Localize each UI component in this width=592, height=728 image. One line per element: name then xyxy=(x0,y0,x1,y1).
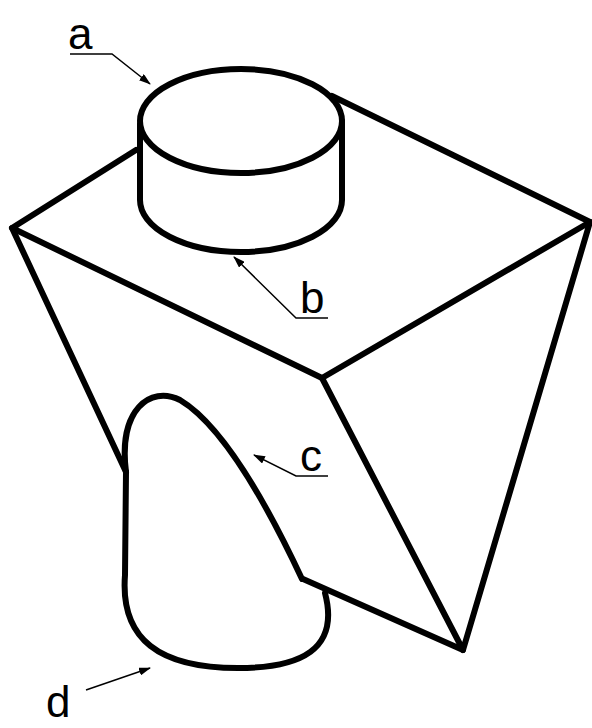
part-label: c xyxy=(300,434,322,478)
contour-c xyxy=(125,396,302,579)
part-label: d xyxy=(46,680,70,724)
part-label: b xyxy=(300,276,324,320)
front-edges xyxy=(322,222,590,650)
left-edge xyxy=(12,228,126,472)
part-outline xyxy=(12,69,590,668)
leader-d xyxy=(86,668,150,690)
part-label: a xyxy=(68,12,92,56)
leader-lines xyxy=(70,54,328,690)
leader-a xyxy=(70,54,150,84)
cylinder-body xyxy=(140,121,342,252)
contour-d xyxy=(125,472,329,668)
cylinder-top xyxy=(140,69,342,173)
